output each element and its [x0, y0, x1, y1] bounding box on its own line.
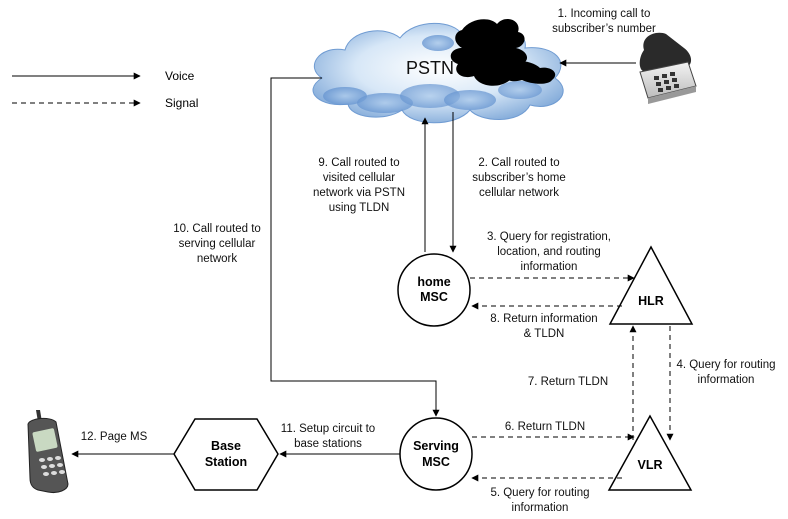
serving-msc-label-2: MSC: [422, 455, 450, 469]
step-9-label: 9. Call routed to visited cellular netwo…: [313, 157, 405, 214]
step-8-label: 8. Return information & TLDN: [490, 313, 597, 340]
step-1-label: 1. Incoming call to subscriber’s number: [552, 8, 656, 35]
cloud-icon: [312, 18, 564, 124]
step-3-line-3: information: [521, 261, 578, 273]
step-1-line-2: subscriber’s number: [552, 23, 656, 35]
base-station-label-1: Base: [211, 439, 241, 453]
telephone-icon: [639, 32, 697, 104]
step-9-line-4: using TLDN: [329, 202, 390, 214]
step-3-line-2: location, and routing: [497, 246, 601, 258]
step-5-label: 5. Query for routing information: [490, 487, 589, 514]
step-7-label: 7. Return TLDN: [528, 376, 608, 388]
step-7-line-1: 7. Return TLDN: [528, 376, 608, 388]
step-9-line-1: 9. Call routed to: [318, 157, 399, 169]
serving-msc-node: Serving MSC: [399, 417, 473, 491]
step-5-line-2: information: [512, 502, 569, 514]
home-msc-node: home MSC: [397, 253, 471, 327]
step-3-line-1: 3. Query for registration,: [487, 231, 611, 243]
step-6-label: 6. Return TLDN: [505, 421, 585, 433]
hlr-node: HLR: [608, 245, 694, 325]
step-1-line-1: 1. Incoming call to: [558, 8, 651, 20]
step-4-line-1: 4. Query for routing: [676, 359, 775, 371]
step-9-line-3: network via PSTN: [313, 187, 405, 199]
step-2-line-2: subscriber’s home: [472, 172, 566, 184]
base-station-node: Base Station: [173, 418, 279, 491]
step-10-line-1: 10. Call routed to: [173, 223, 261, 235]
step-12-label: 12. Page MS: [81, 431, 148, 443]
step-11-label: 11. Setup circuit to base stations: [281, 423, 375, 450]
legend-signal-label: Signal: [165, 96, 198, 110]
home-msc-label-1: home: [417, 275, 450, 289]
step-8-line-1: 8. Return information: [490, 313, 597, 325]
step-11-line-2: base stations: [294, 438, 362, 450]
base-station-label-2: Station: [205, 455, 247, 469]
serving-msc-label-1: Serving: [413, 439, 459, 453]
step-5-line-1: 5. Query for routing: [490, 487, 589, 499]
step-4-line-2: information: [698, 374, 755, 386]
step-9-line-2: visited cellular: [323, 172, 395, 184]
legend: Voice Signal: [12, 69, 198, 110]
mobile-phone-icon: [27, 410, 69, 493]
step-12-line-1: 12. Page MS: [81, 431, 148, 443]
edge-10-pstn-to-serving-msc: [270, 77, 440, 417]
step-8-line-2: & TLDN: [524, 328, 565, 340]
step-2-line-1: 2. Call routed to: [478, 157, 559, 169]
vlr-node: VLR: [607, 414, 693, 491]
step-6-line-1: 6. Return TLDN: [505, 421, 585, 433]
legend-voice-label: Voice: [165, 69, 195, 83]
step-2-label: 2. Call routed to subscriber’s home cell…: [472, 157, 566, 199]
pstn-label: PSTN: [406, 58, 454, 78]
step-10-line-2: serving cellular: [179, 238, 256, 250]
pstn-cloud: PSTN: [312, 18, 564, 124]
step-3-label: 3. Query for registration, location, and…: [487, 231, 611, 273]
vlr-label: VLR: [638, 458, 663, 472]
home-msc-label-2: MSC: [420, 290, 448, 304]
hlr-label: HLR: [638, 294, 664, 308]
step-11-line-1: 11. Setup circuit to: [281, 423, 375, 435]
step-10-line-3: network: [197, 253, 238, 265]
step-10-label: 10. Call routed to serving cellular netw…: [173, 223, 261, 265]
step-4-label: 4. Query for routing information: [676, 359, 775, 386]
step-2-line-3: cellular network: [479, 187, 559, 199]
